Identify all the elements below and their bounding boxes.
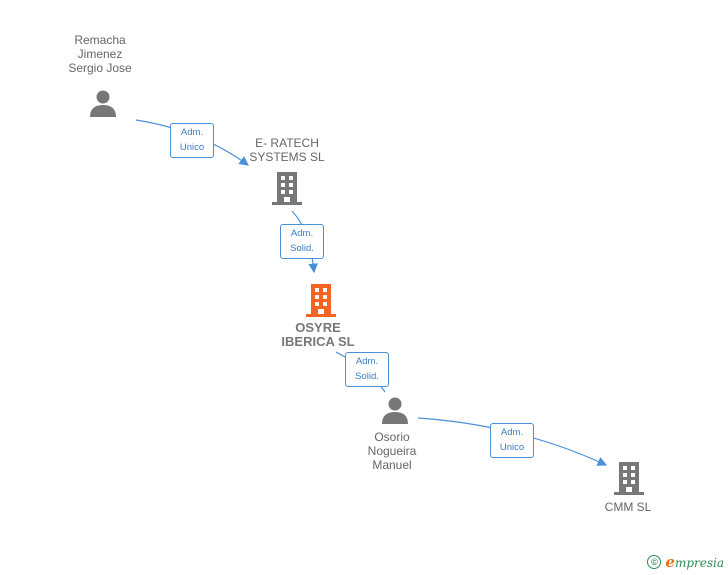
node-label-line: Nogueira: [367, 444, 417, 458]
node-label-remacha[interactable]: Remacha Jimenez Sergio Jose: [68, 33, 131, 75]
node-label-line: SYSTEMS SL: [249, 150, 325, 164]
building-icon[interactable]: [614, 460, 644, 496]
brand-name: mpresia: [674, 556, 724, 570]
node-label-line: E- RATECH: [255, 136, 319, 150]
person-icon[interactable]: [380, 395, 410, 425]
edge-role-label[interactable]: Adm. Solid.: [280, 224, 324, 259]
edge-role-line: Adm.: [500, 427, 524, 438]
building-icon-focus[interactable]: [306, 282, 336, 318]
node-label-line: Remacha: [74, 33, 126, 47]
edge-role-line: Solid.: [290, 243, 314, 254]
copyright-icon: ©: [647, 555, 662, 569]
brand-logo[interactable]: empresia: [665, 553, 724, 571]
node-label-osorio[interactable]: Osorio Nogueira Manuel: [368, 430, 417, 472]
edge-role-line: Solid.: [355, 371, 379, 382]
brand-footer: © empresia: [647, 553, 724, 571]
edge-role-line: Unico: [499, 442, 525, 453]
node-label-line: IBERICA SL: [281, 334, 355, 349]
node-label-cmm[interactable]: CMM SL: [605, 500, 652, 514]
node-label-line: Manuel: [372, 458, 412, 472]
edge-role-line: Adm.: [355, 356, 379, 367]
edge-role-line: Adm.: [290, 228, 314, 239]
edge-role-label[interactable]: Adm. Unico: [490, 423, 534, 458]
building-icon[interactable]: [272, 170, 302, 206]
node-label-line: Sergio Jose: [68, 61, 132, 75]
node-label-line: CMM SL: [604, 500, 652, 514]
person-icon[interactable]: [88, 88, 118, 118]
node-label-line: OSYRE: [295, 320, 341, 335]
node-label-eratech[interactable]: E- RATECH SYSTEMS SL: [249, 136, 324, 164]
node-label-osyre[interactable]: OSYRE IBERICA SL: [281, 321, 354, 349]
node-label-line: Osorio: [374, 430, 410, 444]
edge-role-label[interactable]: Adm. Solid.: [345, 352, 389, 387]
edge-role-line: Unico: [179, 142, 205, 153]
edge-role-line: Adm.: [180, 127, 204, 138]
node-label-line: Jimenez: [77, 47, 123, 61]
edge-role-label[interactable]: Adm. Unico: [170, 123, 214, 158]
brand-initial: e: [665, 553, 675, 571]
